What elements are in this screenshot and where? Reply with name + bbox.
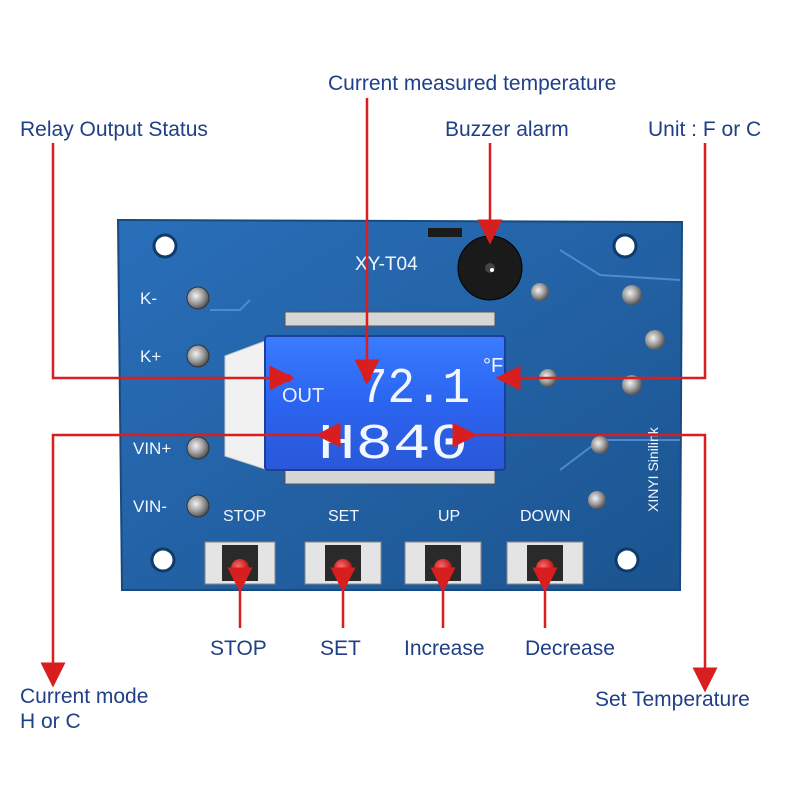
label-set: SET bbox=[320, 637, 361, 660]
lcd-mode-readout: H840 bbox=[318, 417, 468, 474]
button-silk-stop: STOP bbox=[223, 508, 266, 525]
terminal-label-vin-plus: VIN+ bbox=[133, 439, 171, 458]
button-silk-set: SET bbox=[328, 508, 359, 525]
label-decrease: Decrease bbox=[525, 637, 615, 660]
label-relay-output-status: Relay Output Status bbox=[20, 118, 208, 141]
label-stop: STOP bbox=[210, 637, 267, 660]
lcd-unit-symbol: °F bbox=[483, 355, 503, 377]
label-buzzer-alarm: Buzzer alarm bbox=[445, 118, 569, 141]
terminal-label-vin-minus: VIN- bbox=[133, 497, 167, 516]
down-button[interactable] bbox=[506, 541, 584, 585]
lcd-out-label: OUT bbox=[282, 385, 324, 407]
label-current-mode-line2: H or C bbox=[20, 710, 81, 733]
button-silk-down: DOWN bbox=[520, 508, 571, 525]
terminal-label-k-minus: K- bbox=[140, 289, 157, 308]
terminal-label-k-plus: K+ bbox=[140, 347, 161, 366]
label-current-measured-temperature: Current measured temperature bbox=[328, 72, 617, 95]
up-button[interactable] bbox=[404, 541, 482, 585]
buzzer bbox=[457, 235, 523, 301]
board-brand-label: XINYI Sinilink bbox=[645, 426, 661, 512]
label-set-temperature: Set Temperature bbox=[595, 688, 750, 711]
label-increase: Increase bbox=[404, 637, 485, 660]
set-button[interactable] bbox=[304, 541, 382, 585]
board-model-label: XY-T04 bbox=[355, 254, 418, 275]
label-unit: Unit : F or C bbox=[648, 118, 762, 141]
stop-button[interactable] bbox=[204, 541, 276, 585]
label-current-mode-line1: Current mode bbox=[20, 685, 149, 708]
button-silk-up: UP bbox=[438, 508, 460, 525]
lcd-temperature-readout: 72.1 bbox=[360, 361, 470, 418]
